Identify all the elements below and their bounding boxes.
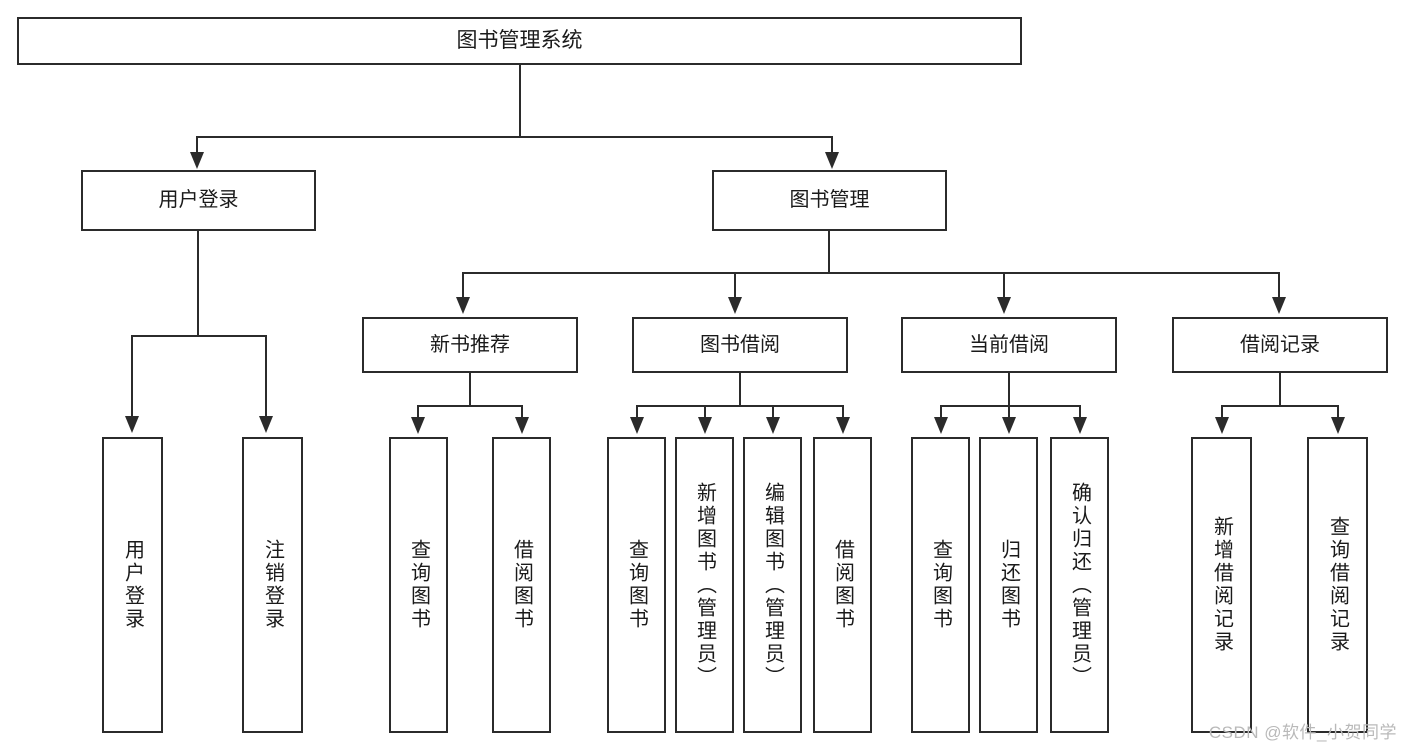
node-label: 用户登录: [158, 189, 239, 212]
arrowhead-new-book-leaf-2: [515, 417, 529, 434]
node-current-borrow[interactable]: 当前借阅: [901, 317, 1117, 373]
leaf-book-borrow-borrow-book[interactable]: 借阅图书: [813, 437, 872, 733]
connector-book-borrow-stem: [739, 373, 741, 406]
arrowhead-root-to-book-management: [825, 152, 839, 169]
leaf-book-borrow-edit-book-admin[interactable]: 编辑图书（管理员）: [743, 437, 802, 733]
leaf-book-borrow-add-book-admin[interactable]: 新增图书（管理员）: [675, 437, 734, 733]
connector-current-borrow-bus: [940, 405, 1081, 407]
arrowhead-bm-new-book: [456, 297, 470, 314]
arrowhead-bb-leaf-4: [836, 417, 850, 434]
connector-new-book-bus: [417, 405, 523, 407]
node-root-book-management-system[interactable]: 图书管理系统: [17, 17, 1022, 65]
connector-book-management-stem: [828, 231, 830, 273]
leaf-current-borrow-return-book[interactable]: 归还图书: [979, 437, 1038, 733]
connector-cb-to-leaf-2: [1008, 405, 1010, 419]
connector-root-to-user-login: [196, 136, 198, 154]
node-label: 新增图书（管理员）: [693, 481, 716, 689]
connector-new-book-to-leaf-1: [417, 405, 419, 419]
arrowhead-cb-leaf-1: [934, 417, 948, 434]
node-label: 图书借阅: [700, 333, 780, 356]
connector-cb-to-leaf-1: [940, 405, 942, 419]
node-label: 借阅图书: [510, 539, 533, 631]
leaf-borrow-record-add-record[interactable]: 新增借阅记录: [1191, 437, 1252, 733]
node-label: 图书管理: [789, 189, 870, 212]
leaf-user-login-login[interactable]: 用户登录: [102, 437, 163, 733]
connector-br-to-leaf-1: [1221, 405, 1223, 419]
connector-user-login-stem: [197, 231, 199, 336]
connector-borrow-record-bus: [1221, 405, 1339, 407]
connector-root-stem: [519, 65, 521, 137]
arrowhead-bm-book-borrow: [728, 297, 742, 314]
node-borrow-record[interactable]: 借阅记录: [1172, 317, 1388, 373]
node-label: 新增借阅记录: [1210, 516, 1233, 654]
node-label: 查询图书: [625, 539, 648, 631]
node-user-login[interactable]: 用户登录: [81, 170, 316, 231]
arrowhead-root-to-user-login: [190, 152, 204, 169]
node-label: 确认归还（管理员）: [1068, 481, 1091, 689]
connector-cb-to-leaf-3: [1079, 405, 1081, 419]
arrowhead-br-leaf-2: [1331, 417, 1345, 434]
leaf-borrow-record-query-record[interactable]: 查询借阅记录: [1307, 437, 1368, 733]
node-label: 用户登录: [121, 539, 144, 631]
connector-root-to-book-management: [831, 136, 833, 154]
node-label: 查询图书: [407, 539, 430, 631]
leaf-current-borrow-confirm-return-admin[interactable]: 确认归还（管理员）: [1050, 437, 1109, 733]
connector-bm-to-current-borrow: [1003, 272, 1005, 299]
node-label: 编辑图书（管理员）: [761, 481, 784, 689]
connector-book-borrow-bus: [636, 405, 844, 407]
arrowhead-bm-borrow-record: [1272, 297, 1286, 314]
node-label: 查询图书: [929, 539, 952, 631]
connector-new-book-to-leaf-2: [521, 405, 523, 419]
connector-bm-to-new-book: [462, 272, 464, 299]
connector-current-borrow-stem: [1008, 373, 1010, 406]
connector-bb-to-leaf-2: [704, 405, 706, 419]
node-book-borrow[interactable]: 图书借阅: [632, 317, 848, 373]
node-label: 借阅图书: [831, 539, 854, 631]
connector-bb-to-leaf-4: [842, 405, 844, 419]
connector-user-login-to-leaf-1: [131, 335, 133, 418]
node-new-book-recommend[interactable]: 新书推荐: [362, 317, 578, 373]
leaf-new-book-borrow-book[interactable]: 借阅图书: [492, 437, 551, 733]
connector-br-to-leaf-2: [1337, 405, 1339, 419]
connector-bb-to-leaf-3: [772, 405, 774, 419]
arrowhead-bb-leaf-1: [630, 417, 644, 434]
connector-user-login-to-leaf-2: [265, 335, 267, 418]
arrowhead-bb-leaf-2: [698, 417, 712, 434]
arrowhead-cb-leaf-2: [1002, 417, 1016, 434]
node-label: 图书管理系统: [456, 29, 583, 53]
connector-bm-to-book-borrow: [734, 272, 736, 299]
connector-bb-to-leaf-1: [636, 405, 638, 419]
connector-borrow-record-stem: [1279, 373, 1281, 406]
arrowhead-user-login-leaf-2: [259, 416, 273, 433]
connector-new-book-stem: [469, 373, 471, 406]
node-label: 归还图书: [997, 539, 1020, 631]
node-book-management[interactable]: 图书管理: [712, 170, 947, 231]
node-label: 查询借阅记录: [1326, 516, 1349, 654]
connector-root-bus: [196, 136, 833, 138]
arrowhead-user-login-leaf-1: [125, 416, 139, 433]
arrowhead-bb-leaf-3: [766, 417, 780, 434]
node-label: 借阅记录: [1240, 333, 1320, 356]
leaf-user-login-logout[interactable]: 注销登录: [242, 437, 303, 733]
arrowhead-new-book-leaf-1: [411, 417, 425, 434]
node-label: 新书推荐: [430, 333, 510, 356]
node-label: 注销登录: [261, 539, 284, 631]
connector-user-login-bus: [131, 335, 266, 337]
arrowhead-br-leaf-1: [1215, 417, 1229, 434]
connector-book-management-bus: [462, 272, 1280, 274]
node-label: 当前借阅: [969, 333, 1049, 356]
arrowhead-cb-leaf-3: [1073, 417, 1087, 434]
leaf-new-book-query-book[interactable]: 查询图书: [389, 437, 448, 733]
leaf-book-borrow-query-book[interactable]: 查询图书: [607, 437, 666, 733]
arrowhead-bm-current-borrow: [997, 297, 1011, 314]
leaf-current-borrow-query-book[interactable]: 查询图书: [911, 437, 970, 733]
connector-bm-to-borrow-record: [1278, 272, 1280, 299]
